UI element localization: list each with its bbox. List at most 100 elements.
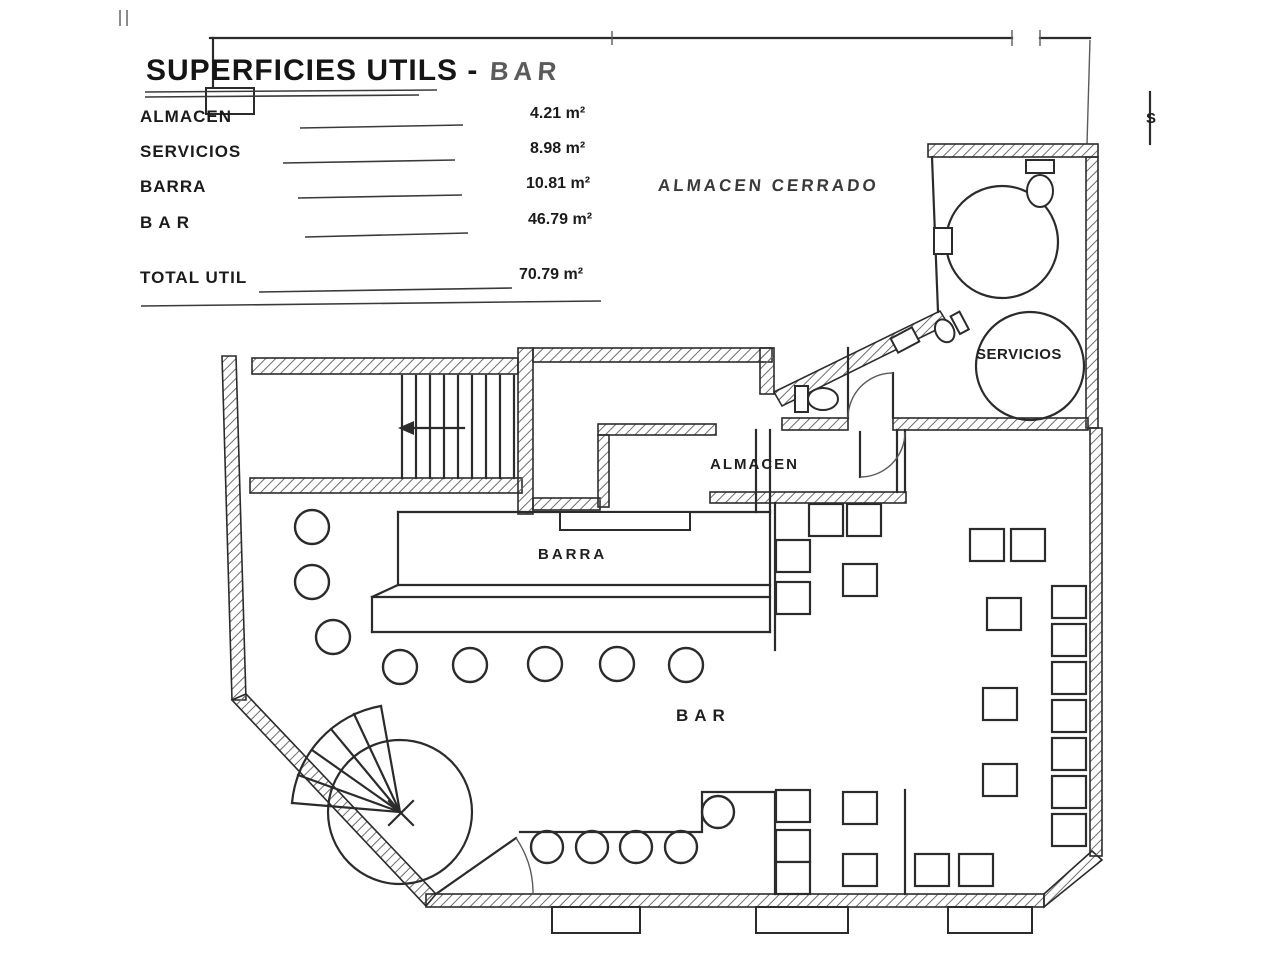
bar-counter [370,428,772,634]
table-square [913,852,951,888]
tables [774,502,1088,896]
wall-segment [532,497,601,511]
stool-circle [667,646,705,684]
stool-circle [293,508,331,546]
legend-total-label: TOTAL UTIL [140,268,248,287]
legend-value: 8.98 m² [530,140,586,157]
stool-circle [314,618,352,656]
stool-circle [526,645,564,683]
restrooms [794,159,1086,422]
table-square [968,527,1006,563]
legend-value: 46.79 m² [528,211,593,228]
restroom-right-wall [1085,156,1099,429]
stool-circle [574,829,610,865]
title-block-box [205,87,255,115]
label-servicios: SERVICIOS [976,346,1062,363]
stair-arrow-head [398,421,414,435]
title-underline-2 [144,94,420,98]
right-wall [1089,427,1103,857]
label-edge-s: S [1146,110,1157,127]
title-underline [144,89,438,93]
table-square [841,790,879,826]
restroom-bottom-wall [781,417,849,431]
table-square [774,580,812,616]
table-square [841,852,879,888]
stool-circle [700,794,736,830]
legend-label: ALMACEN [140,107,232,126]
stool-circle [598,645,636,683]
table-square [981,762,1019,798]
storeroom-wall [597,434,610,508]
table-square [807,502,845,538]
table-square [774,788,812,824]
reference-marks [119,10,1152,307]
walls [221,143,1104,934]
bottom-wall [425,893,1045,908]
legend-value: 4.21 m² [530,105,586,122]
toilet-bowl [807,387,839,411]
drawing-title: SUPERFICIES UTILS - BAR [146,54,563,88]
corridor-wall [709,491,907,504]
stool-circle [529,829,565,865]
title-main: SUPERFICIES UTILS - [146,54,479,87]
legend-label: BARRA [140,177,207,196]
stool-circle [618,829,654,865]
sink [933,227,953,255]
table-square [845,502,883,538]
table-square [981,686,1019,722]
table-square [1050,660,1088,696]
restroom-round-stall [974,310,1086,422]
storeroom-wall [597,423,717,436]
label-almacen-cerrado: ALMACEN CERRADO [657,176,880,195]
toilet-tank [949,310,971,336]
stool-circle [293,563,331,601]
restroom-bottom-wall [892,417,1089,431]
stool-circle [381,648,419,686]
toilet-tank [1025,159,1055,174]
spiral-staircase [290,704,474,886]
wall-segment [249,477,523,494]
table-square [1050,622,1088,658]
entrance-door-swing [515,837,534,895]
title-suffix: BAR [489,56,563,86]
wall-segment [532,347,773,363]
legend-total-underline [140,300,602,307]
pier [755,906,849,934]
table-square [774,828,812,864]
toilet-bowl [933,318,956,344]
staircase [398,374,516,480]
wall-segment [251,357,519,375]
stools [293,508,736,865]
legend-label: SERVICIOS [140,142,242,161]
legend-total-value: 70.79 m² [519,266,584,283]
sink [889,325,921,355]
counter-shelf [559,511,691,531]
stool-circle [663,829,699,865]
restroom-top-wall [927,143,1099,158]
corridor-door-swing [859,431,906,478]
bottom-right-diagonal-wall [1043,849,1104,909]
legend-value: 10.81 m² [526,175,591,192]
legend-label: B A R [140,213,191,232]
table-square [1050,812,1088,848]
entrance-door-leaf [434,836,518,896]
toilet-bowl [1026,174,1054,208]
label-bar: BAR [676,706,731,725]
table-square [957,852,995,888]
restroom-door-swing [847,372,894,419]
label-almacen: ALMACEN [710,456,799,473]
label-barra: BARRA [538,546,608,563]
table-square [774,860,812,896]
stool-circle [451,646,489,684]
doors [434,371,906,896]
table-square [985,596,1023,632]
toilet-tank [794,385,809,413]
spiral-center-mark [387,799,415,827]
pier [947,906,1033,934]
table-square [1050,698,1088,734]
table-square [1050,774,1088,810]
table-square [1050,584,1088,620]
wall-segment [517,347,534,515]
